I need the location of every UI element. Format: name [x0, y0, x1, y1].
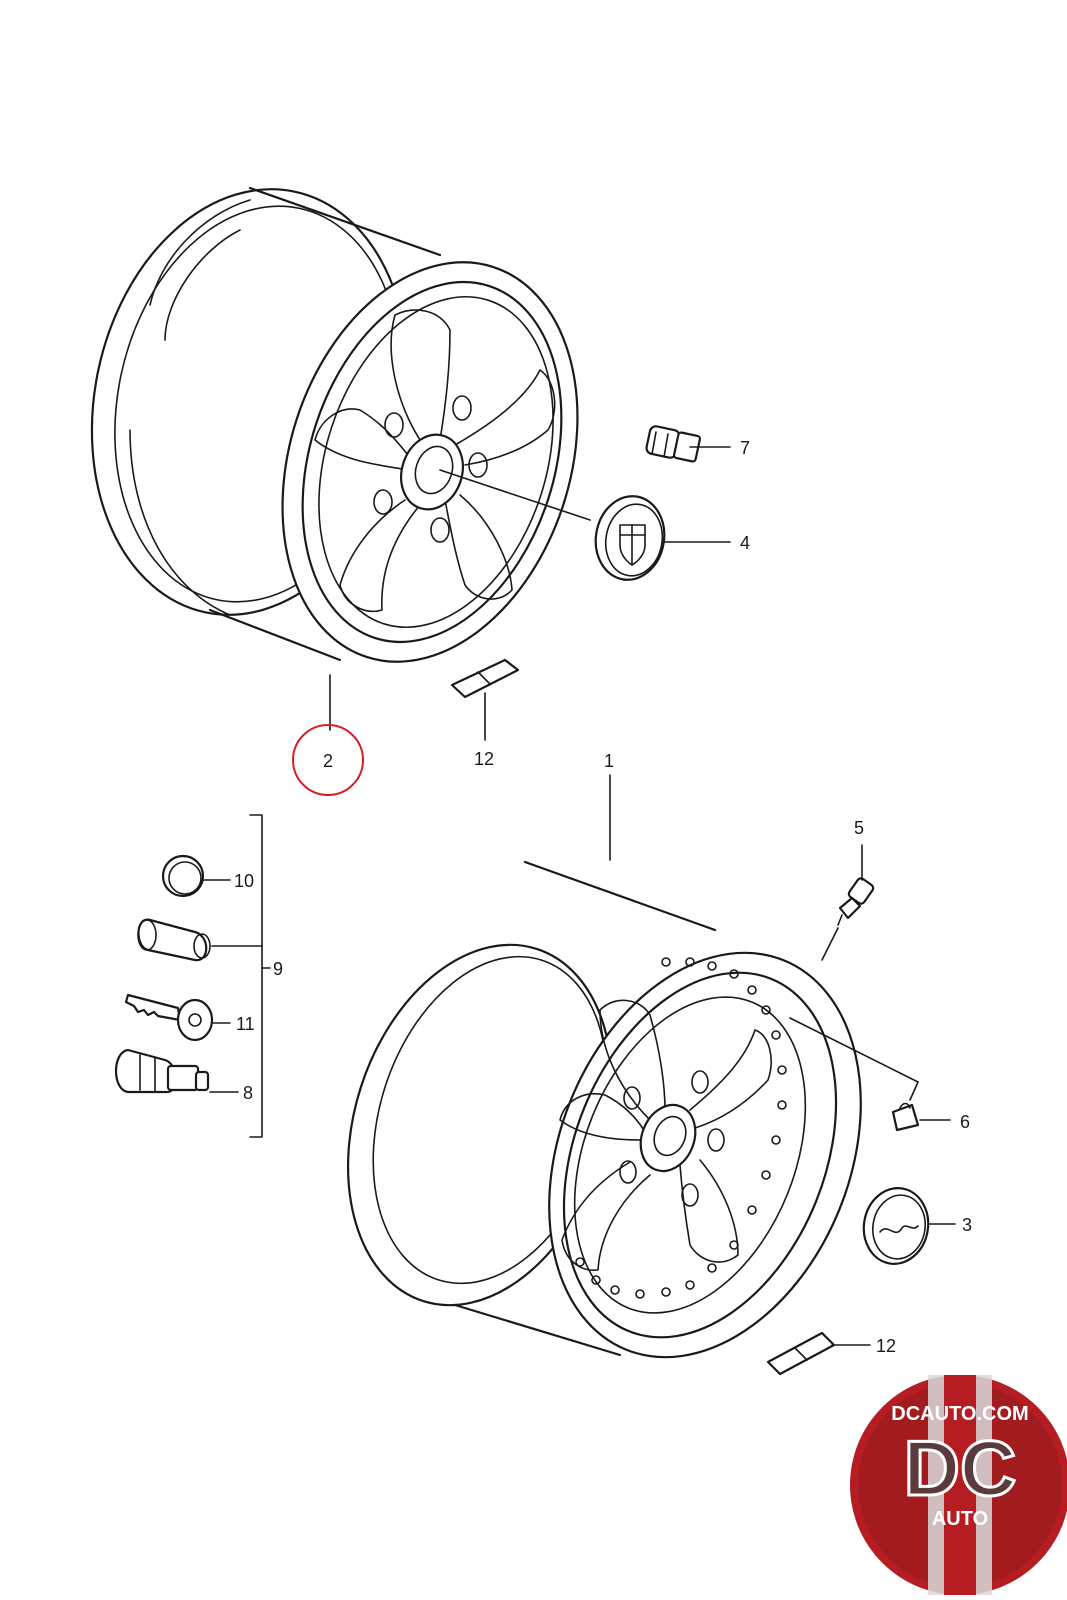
- valve-nut-icon: [891, 1102, 920, 1132]
- rim-bolt-ring: [575, 957, 787, 1299]
- center-cap-icon: [594, 495, 666, 581]
- logo-big-text: DC: [904, 1424, 1017, 1512]
- callout-12-upper: 12: [474, 749, 494, 769]
- highlight-circle: [292, 724, 364, 796]
- leader-lines: [203, 446, 956, 1346]
- lock-cylinder-icon: [137, 918, 211, 962]
- balance-weight-icon-2: [766, 1331, 836, 1376]
- callout-8: 8: [243, 1083, 253, 1103]
- cap-icon-small: [161, 854, 205, 898]
- lock-bolt-icon: [115, 1048, 210, 1094]
- logo-top-text: DCAUTO.COM: [891, 1403, 1028, 1425]
- callout-12-lower: 12: [876, 1336, 896, 1356]
- callout-1: 1: [604, 751, 614, 771]
- valve-stem-icon: [837, 877, 875, 926]
- lug-bolt-icon: [645, 425, 702, 463]
- logo-bottom-text: AUTO: [932, 1508, 988, 1530]
- callout-5: 5: [854, 818, 864, 838]
- callout-2: 2: [323, 751, 333, 771]
- callout-3: 3: [962, 1215, 972, 1235]
- balance-weight-icon: [450, 658, 520, 699]
- callout-11: 11: [236, 1014, 255, 1034]
- upper-wheel-icon: [90, 186, 579, 663]
- lower-wheel-icon: [346, 860, 862, 1359]
- callout-9: 9: [273, 959, 283, 979]
- callout-6: 6: [960, 1112, 970, 1132]
- callout-4: 4: [740, 533, 750, 553]
- lock-key-icon: [124, 993, 214, 1042]
- cap-icon: [862, 1187, 930, 1265]
- callout-7: 7: [740, 438, 750, 458]
- dcauto-logo: DCAUTO.COM DC AUTO: [850, 1375, 1067, 1595]
- callout-10: 10: [234, 871, 254, 891]
